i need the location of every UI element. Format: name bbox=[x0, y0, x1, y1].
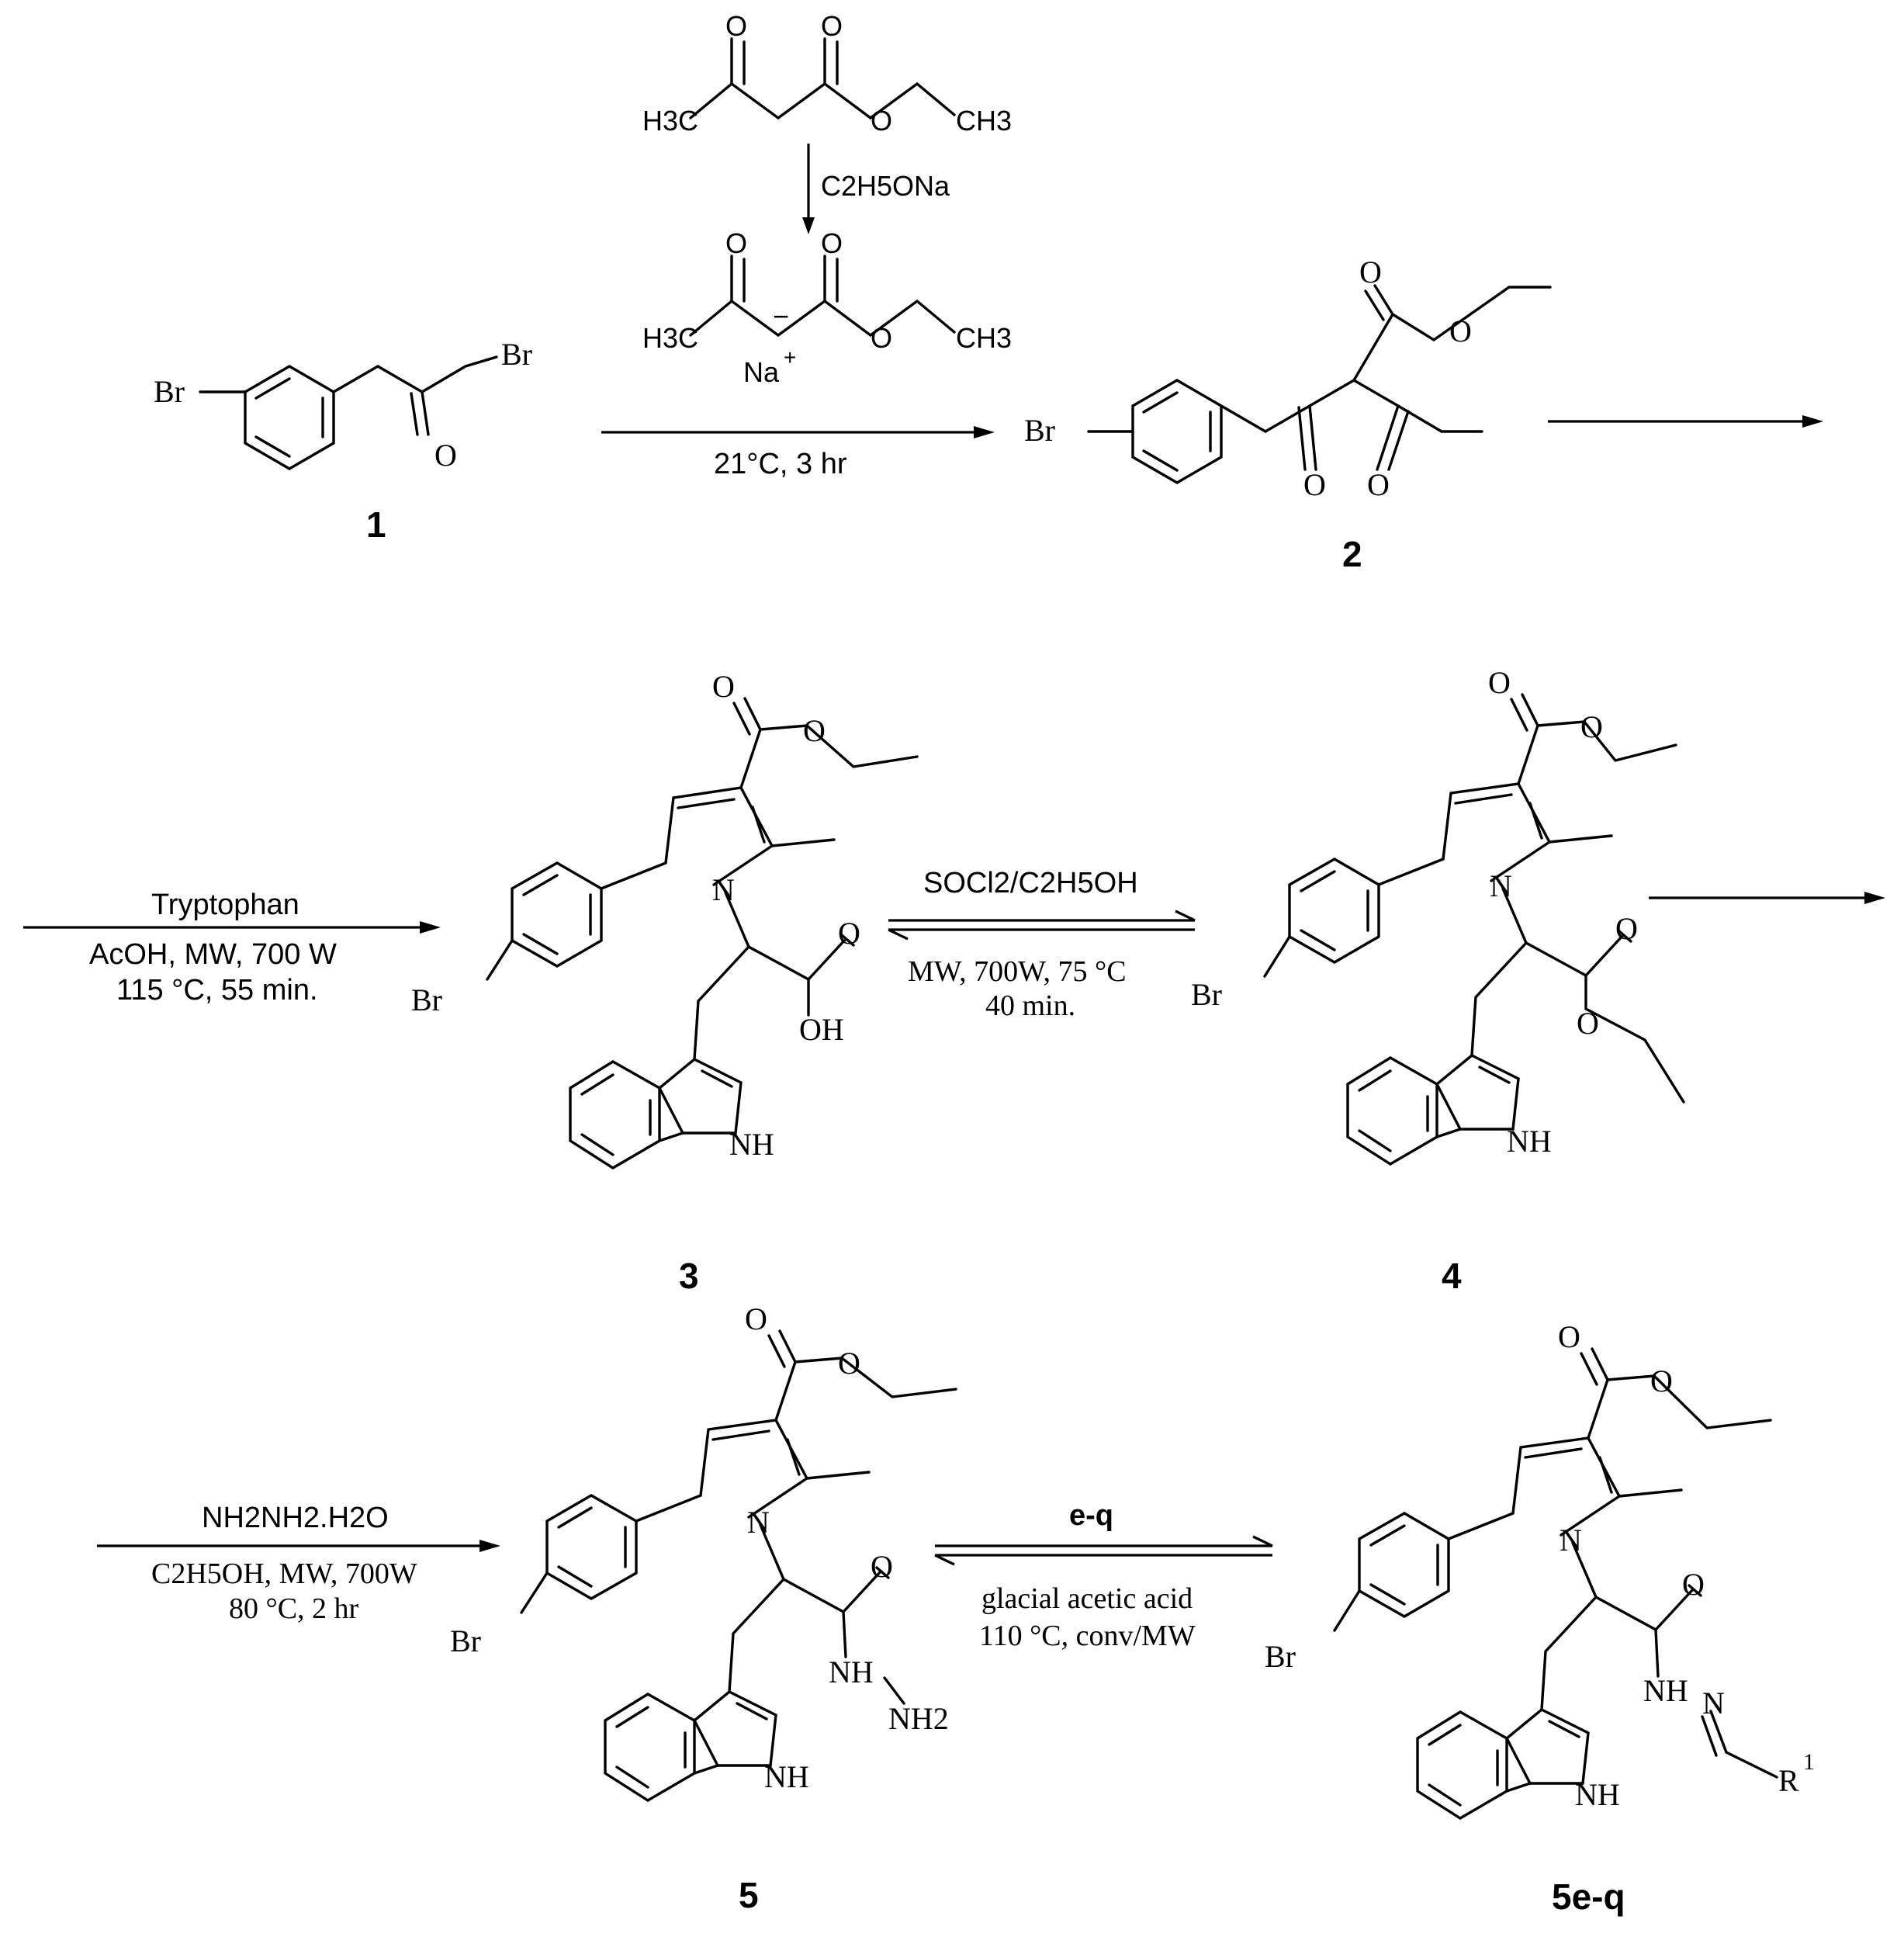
compound-1-structure: Br Br O bbox=[154, 337, 532, 473]
equilibrium-arrow-step-3 bbox=[888, 910, 1196, 941]
atom-o: O bbox=[838, 916, 860, 951]
step-2-conditions-2: 115 °C, 55 min. bbox=[116, 974, 318, 1007]
atom-o: O bbox=[1650, 1364, 1673, 1398]
atom-br: Br bbox=[450, 1623, 481, 1658]
ethyl-acetoacetate-structure: O O H3C O CH3 bbox=[642, 10, 1012, 137]
compound-3-label: 3 bbox=[679, 1256, 699, 1296]
atom-o: O bbox=[871, 322, 892, 354]
atom-nh: NH bbox=[1507, 1124, 1552, 1159]
atom-o: O bbox=[725, 10, 747, 42]
step-1-conditions: 21°C, 3 hr bbox=[714, 448, 847, 480]
compound-5eq-label: 5e-q bbox=[1552, 1876, 1625, 1917]
atom-n: N bbox=[747, 1505, 770, 1540]
atom-o: O bbox=[1580, 709, 1603, 744]
atom-br: Br bbox=[501, 337, 532, 372]
r-superscript: 1 bbox=[1803, 1749, 1815, 1775]
equilibrium-arrow-step-5 bbox=[934, 1535, 1273, 1566]
atom-n: N bbox=[1490, 868, 1512, 903]
atom-br: Br bbox=[154, 374, 185, 409]
atom-nh: NH bbox=[1643, 1673, 1688, 1708]
step-3-conditions-2: 40 min. bbox=[985, 989, 1075, 1022]
atom-o: O bbox=[821, 10, 843, 42]
step-5-conditions-2: 110 °C, conv/MW bbox=[979, 1620, 1196, 1652]
step-5-conditions: glacial acetic acid bbox=[981, 1582, 1193, 1615]
atom-o: O bbox=[434, 438, 457, 473]
compound-2-structure: Br O O O O bbox=[1024, 255, 1552, 502]
atom-br: Br bbox=[1191, 977, 1222, 1012]
atom-ch3: CH3 bbox=[956, 105, 1012, 137]
atom-o: O bbox=[1367, 467, 1390, 502]
atom-o: O bbox=[871, 105, 892, 137]
atom-br: Br bbox=[411, 982, 442, 1017]
atom-n: N bbox=[712, 872, 735, 907]
step-3-reagent: SOCl2/C2H5OH bbox=[923, 867, 1138, 899]
compound-4-structure: Br N O O O O NH bbox=[1191, 665, 1685, 1166]
atom-o: O bbox=[1615, 911, 1638, 946]
atom-o: O bbox=[803, 713, 826, 748]
atom-h3c: H3C bbox=[642, 105, 698, 137]
atom-o: O bbox=[1488, 665, 1511, 700]
compound-4-label: 4 bbox=[1442, 1256, 1462, 1296]
atom-o: O bbox=[1577, 1006, 1599, 1041]
atom-nh: NH bbox=[829, 1655, 874, 1689]
charge-minus: − bbox=[773, 300, 789, 332]
atom-nh2: NH2 bbox=[888, 1701, 949, 1736]
step-4-reagent: NH2NH2.H2O bbox=[202, 1502, 389, 1534]
compound-2-label: 2 bbox=[1342, 534, 1362, 574]
step-2-reagent: Tryptophan bbox=[151, 889, 299, 921]
atom-oh: OH bbox=[799, 1012, 844, 1047]
enolate-structure: O O H3C O CH3 − Na + bbox=[642, 227, 1012, 388]
base-reagent: C2H5ONa bbox=[821, 170, 950, 202]
step-5-reagent: e-q bbox=[1069, 1499, 1113, 1532]
atom-o: O bbox=[1558, 1319, 1580, 1354]
atom-nh: NH bbox=[729, 1127, 774, 1162]
step-2-conditions: AcOH, MW, 700 W bbox=[89, 938, 337, 971]
atom-o: O bbox=[745, 1301, 767, 1336]
atom-o: O bbox=[725, 227, 747, 259]
charge-plus: + bbox=[784, 345, 796, 369]
compound-3-structure: Br N O O O OH NH bbox=[411, 669, 919, 1169]
arrow-step-4 bbox=[97, 1540, 500, 1552]
atom-o: O bbox=[821, 227, 843, 259]
atom-br: Br bbox=[1024, 413, 1055, 448]
step-4-conditions: C2H5OH, MW, 700W bbox=[151, 1558, 417, 1590]
atom-o: O bbox=[1449, 314, 1472, 348]
atom-na: Na bbox=[743, 356, 780, 388]
atom-o: O bbox=[1682, 1567, 1705, 1602]
atom-nh: NH bbox=[1575, 1777, 1620, 1812]
compound-5-structure: Br N O O O NH NH2 NH bbox=[450, 1301, 957, 1802]
atom-ch3: CH3 bbox=[956, 322, 1012, 354]
compound-5eq-structure: Br N O O O NH N R 1 NH bbox=[1265, 1319, 1815, 1820]
atom-n: N bbox=[1702, 1686, 1725, 1720]
atom-o: O bbox=[712, 669, 735, 704]
step-3-conditions: MW, 700W, 75 °C bbox=[908, 955, 1127, 988]
step-4-conditions-2: 80 °C, 2 hr bbox=[229, 1592, 359, 1625]
arrow-continue-row-1 bbox=[1548, 415, 1823, 428]
compound-5-label: 5 bbox=[739, 1875, 759, 1915]
atom-n: N bbox=[1560, 1523, 1582, 1558]
arrow-step-2 bbox=[23, 921, 441, 934]
arrow-continue-row-2 bbox=[1649, 892, 1885, 904]
arrow-step-1 bbox=[601, 426, 995, 438]
compound-1-label: 1 bbox=[366, 504, 386, 545]
atom-h3c: H3C bbox=[642, 322, 698, 354]
atom-o: O bbox=[838, 1346, 860, 1381]
atom-br: Br bbox=[1265, 1639, 1296, 1674]
atom-o: O bbox=[1303, 467, 1326, 502]
atom-nh: NH bbox=[764, 1759, 809, 1794]
atom-r: R bbox=[1778, 1763, 1799, 1798]
vertical-arrow bbox=[802, 144, 815, 234]
atom-o: O bbox=[871, 1549, 893, 1584]
atom-o: O bbox=[1359, 255, 1382, 289]
